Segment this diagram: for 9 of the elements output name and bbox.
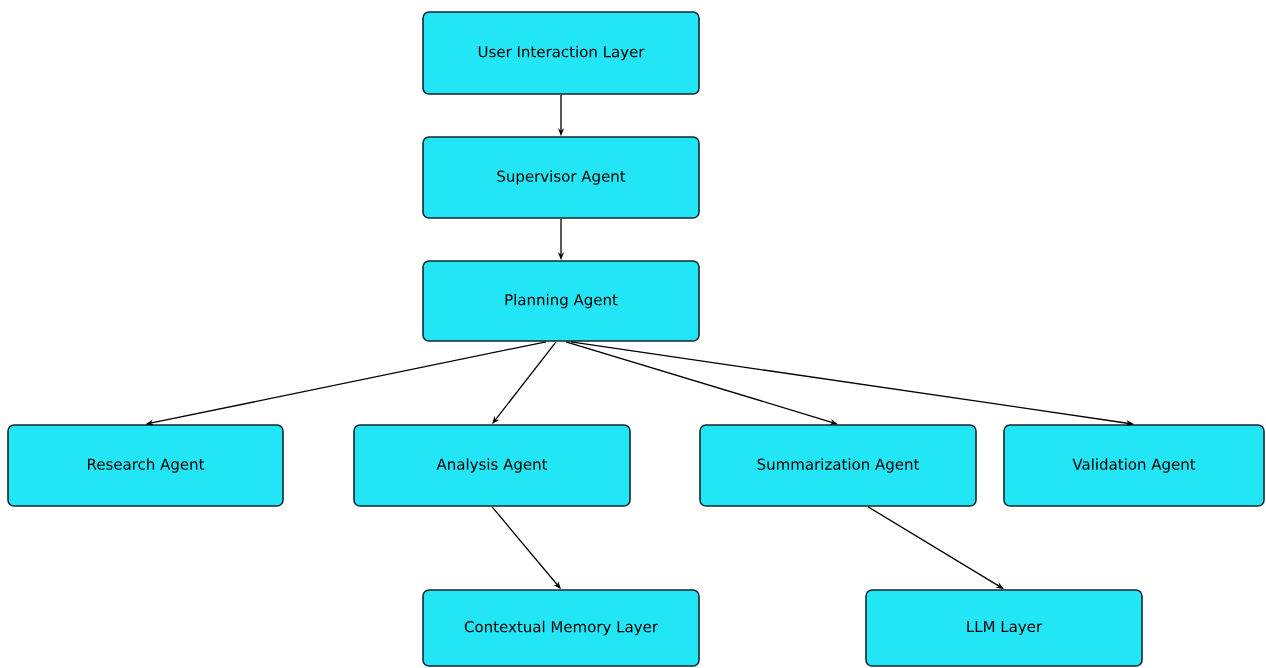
agent-box: Supervisor Agent: [422, 136, 700, 219]
agent-box: Planning Agent: [422, 260, 700, 342]
agent-box: Research Agent: [7, 424, 284, 507]
agent-box: Validation Agent: [1003, 424, 1265, 507]
agent-box: Contextual Memory Layer: [422, 589, 700, 667]
agent-box: User Interaction Layer: [422, 11, 700, 95]
agent-box: Summarization Agent: [699, 424, 977, 507]
agent-box: LLM Layer: [865, 589, 1143, 667]
agent-box: Analysis Agent: [353, 424, 631, 507]
